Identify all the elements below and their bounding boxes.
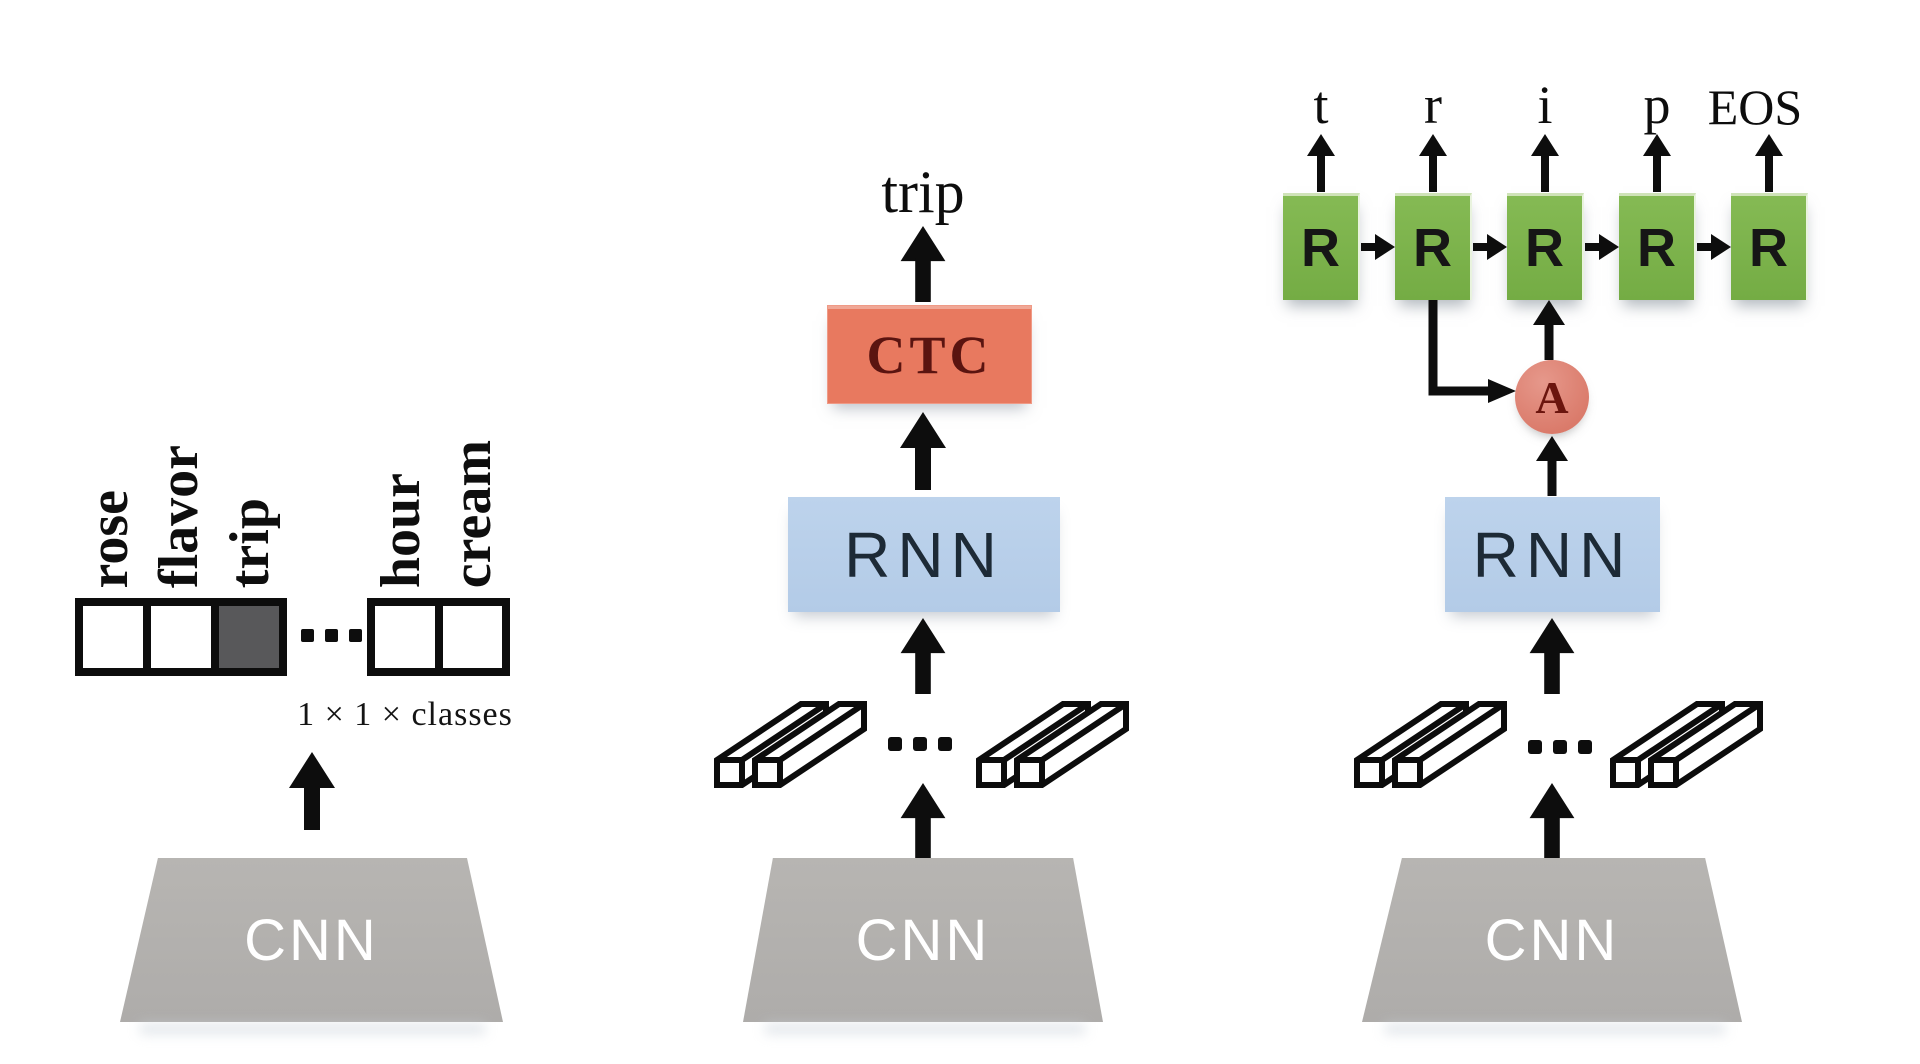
- ellipsis-dots: [888, 737, 952, 751]
- class-label-trip: trip: [219, 497, 281, 588]
- score-cell-highlighted: [219, 606, 279, 668]
- output-token-r: r: [1424, 75, 1442, 135]
- cnn-block-left: CNN: [120, 858, 503, 1022]
- arrow-up-icon: [1533, 300, 1565, 360]
- elbow-connector-icon: [1428, 300, 1516, 403]
- cnn-label: CNN: [855, 907, 991, 973]
- arrow-up-icon: [900, 412, 946, 490]
- cnn-label: CNN: [1484, 907, 1620, 973]
- arrow-up-icon: [1307, 134, 1335, 192]
- predicted-word: trip: [881, 159, 965, 225]
- cnn-block-middle: CNN: [743, 858, 1103, 1022]
- output-token-p: p: [1643, 75, 1671, 135]
- score-cell: [151, 606, 211, 668]
- arrow-up-icon: [1419, 134, 1447, 192]
- rnn-label: RNN: [844, 518, 1004, 591]
- arrow-right-icon: [1697, 234, 1731, 260]
- arrow-up-icon: [1643, 134, 1671, 192]
- class-label-cream: cream: [441, 439, 503, 588]
- output-token-t: t: [1313, 75, 1329, 135]
- cnn-shadow: [140, 1024, 485, 1034]
- rnn-label: RNN: [1472, 518, 1633, 591]
- dimension-caption: 1 × 1 × classes: [297, 696, 513, 733]
- rnn-block-right: RNN: [1445, 497, 1660, 612]
- output-token-i: i: [1537, 75, 1553, 135]
- attention-label: A: [1535, 371, 1569, 423]
- arrow-up-icon: [1536, 436, 1568, 496]
- arrow-up-icon: [1755, 134, 1783, 192]
- output-token-eos: EOS: [1707, 79, 1803, 135]
- arrow-up-icon: [1531, 134, 1559, 192]
- recurrent-cell-1: R: [1283, 193, 1360, 300]
- arrow-up-icon: [289, 752, 335, 830]
- class-label-flavor: flavor: [148, 444, 210, 588]
- cnn-shadow: [1385, 1024, 1725, 1034]
- arrow-up-icon: [900, 783, 946, 859]
- recurrent-cell-3: R: [1507, 193, 1584, 300]
- arrow-up-icon: [900, 226, 946, 302]
- arrow-up-icon: [1529, 783, 1575, 859]
- cnn-shadow: [765, 1024, 1085, 1034]
- recurrent-cell-4: R: [1619, 193, 1696, 300]
- ctc-label: CTC: [866, 324, 993, 385]
- arrow-right-icon: [1473, 234, 1507, 260]
- feature-columns-icon: [1352, 694, 1510, 791]
- class-score-cells-right: [367, 598, 510, 676]
- score-cell: [375, 606, 435, 668]
- arrow-right-icon: [1585, 234, 1619, 260]
- ellipsis-dots: [301, 629, 362, 642]
- score-cell: [83, 606, 143, 668]
- cnn-label: CNN: [244, 907, 379, 973]
- attention-node: A: [1515, 360, 1589, 434]
- arrow-up-icon: [900, 618, 946, 694]
- feature-columns-icon: [1608, 694, 1766, 791]
- arrow-right-icon: [1361, 234, 1395, 260]
- arrow-up-icon: [1529, 618, 1575, 694]
- recurrent-cell-5: R: [1731, 193, 1808, 300]
- class-score-cells-left: [75, 598, 287, 676]
- feature-columns-icon: [712, 694, 870, 791]
- rnn-block-middle: RNN: [788, 497, 1060, 612]
- cnn-block-right: CNN: [1362, 858, 1742, 1022]
- class-label-rose: rose: [78, 489, 140, 589]
- feature-columns-icon: [974, 694, 1132, 791]
- ctc-block: CTC: [827, 305, 1032, 404]
- class-label-hour: hour: [370, 472, 432, 588]
- recurrent-cell-2: R: [1395, 193, 1472, 300]
- ellipsis-dots: [1528, 740, 1592, 754]
- score-cell: [442, 606, 502, 668]
